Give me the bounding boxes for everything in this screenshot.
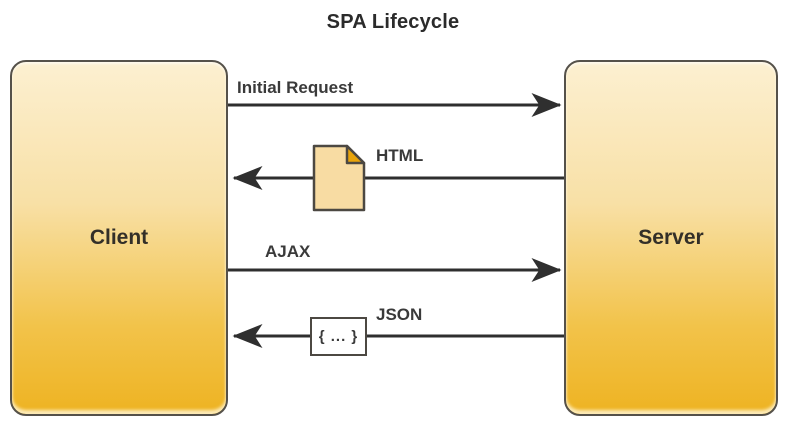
server-node-label: Server — [638, 226, 704, 249]
flow-label-ajax: AJAX — [265, 242, 311, 261]
diagram-title: SPA Lifecycle — [326, 11, 460, 33]
document-icon — [312, 144, 366, 212]
flow-label-initial-request: Initial Request — [237, 78, 354, 97]
json-braces-text: { ... } — [318, 328, 359, 345]
client-node: Client — [10, 60, 228, 416]
client-node-label: Client — [89, 226, 149, 249]
flow-label-json: JSON — [376, 305, 423, 324]
server-node: Server — [564, 60, 778, 416]
json-braces-icon: { ... } — [310, 317, 367, 356]
flow-label-html: HTML — [376, 146, 424, 165]
